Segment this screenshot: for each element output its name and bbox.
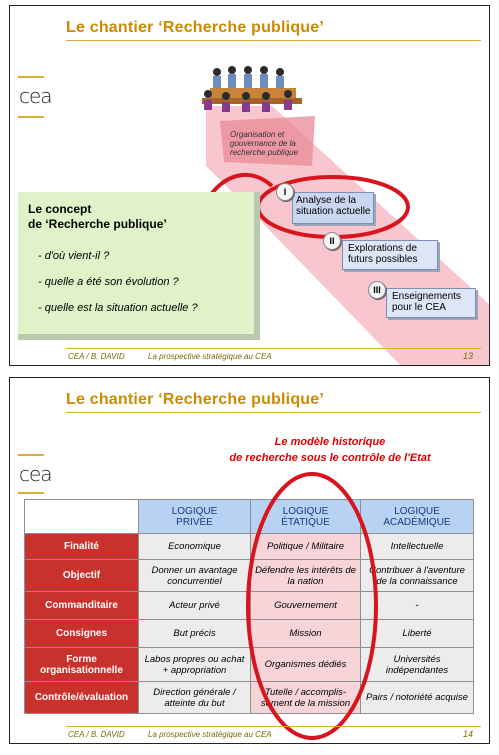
- footer-divider: [66, 348, 481, 349]
- concept-title-line1: Le concept: [28, 202, 92, 216]
- table-cell: Direction générale / atteinte du but: [138, 681, 251, 714]
- table-cell: But précis: [138, 619, 251, 648]
- table-row: Finalité Economique Politique / Militair…: [24, 533, 474, 560]
- logo-rule-bottom: [18, 116, 44, 118]
- caption-line1: Le modèle historique: [274, 436, 386, 448]
- stage-3-box: [386, 288, 476, 318]
- page-number: 14: [462, 729, 473, 739]
- concept-title: Le concept de ‘Recherche publique’: [28, 202, 167, 232]
- row-header: Forme organisationnelle: [24, 647, 139, 682]
- row-header: Commanditaire: [24, 591, 139, 620]
- footer-author: CEA / B. DAVID: [68, 730, 125, 739]
- stage-2-badge: II: [323, 232, 341, 250]
- stage-1-badge: I: [276, 183, 294, 201]
- table-cell: Universités indépendantes: [360, 647, 474, 682]
- table-cell: -: [360, 591, 474, 620]
- title-divider: [66, 412, 481, 413]
- table-cell: Tutelle / accomplis-sement de la mission: [250, 681, 361, 714]
- footer-divider: [66, 726, 481, 727]
- logo-rule-top: [18, 76, 44, 78]
- table-cell: Labos propres ou achat + appropriation: [138, 647, 251, 682]
- concept-question: - quelle a été son évolution ?: [38, 276, 179, 288]
- footer-subtitle: La prospective stratégique au CEA: [148, 730, 272, 739]
- concept-question: - quelle est la situation actuelle ?: [38, 302, 198, 314]
- slide-title: Le chantier ‘Recherche publique’: [66, 19, 325, 36]
- table-cell: Politique / Militaire: [250, 533, 361, 560]
- table-cell: Organismes dédiés: [250, 647, 361, 682]
- table-cell: Donner un avantage concurrentiel: [138, 559, 251, 592]
- logo-rule-top: [18, 454, 44, 456]
- row-header: Objectif: [24, 559, 139, 592]
- pink-note-box: [220, 116, 315, 166]
- row-header: Finalité: [24, 533, 139, 560]
- table-row: Objectif Donner un avantage concurrentie…: [24, 559, 474, 592]
- title-divider: [66, 40, 481, 41]
- table-cell: Pairs / notoriété acquise: [360, 681, 474, 714]
- concept-title-line2: de ‘Recherche publique’: [28, 217, 167, 231]
- row-header: Consignes: [24, 619, 139, 648]
- table-row: Commanditaire Acteur privé Gouvernement …: [24, 591, 474, 620]
- table-cell: Acteur privé: [138, 591, 251, 620]
- table-cell: Mission: [250, 619, 361, 648]
- logo-rule-bottom: [18, 492, 44, 494]
- meeting-table-icon: [202, 66, 302, 112]
- slide-14: Le chantier ‘Recherche publique’ cea Le …: [9, 377, 490, 744]
- concept-question: - d'où vient-il ?: [38, 250, 110, 262]
- pink-note: Organisation et gouvernance de la recher…: [230, 130, 299, 157]
- table-row: Forme organisationnelle Labos propres ou…: [24, 647, 474, 682]
- table-corner: [24, 499, 139, 534]
- red-caption: Le modèle historique de recherche sous l…: [220, 434, 440, 466]
- caption-line2: de recherche sous le contrôle de l'Etat: [229, 452, 431, 464]
- table-row: Contrôle/évaluation Direction générale /…: [24, 681, 474, 714]
- cea-logo: cea: [19, 84, 53, 108]
- footer-author: CEA / B. DAVID: [68, 352, 125, 361]
- table-cell: Gouvernement: [250, 591, 361, 620]
- footer-subtitle: La prospective stratégique au CEA: [148, 352, 272, 361]
- table-cell: Economique: [138, 533, 251, 560]
- stage-1-box: [292, 192, 374, 224]
- table-cell: Contribuer à l'aventure de la connaissan…: [360, 559, 474, 592]
- slide-title: Le chantier ‘Recherche publique’: [66, 391, 325, 408]
- table-cell: Intellectuelle: [360, 533, 474, 560]
- stage-3-badge: III: [368, 281, 386, 299]
- slide-13: Le chantier ‘Recherche publique’ cea: [9, 5, 490, 366]
- concept-box: Le concept de ‘Recherche publique’ - d'o…: [18, 192, 260, 340]
- stage-2-box: [342, 240, 438, 270]
- page-number: 13: [462, 351, 473, 361]
- table-cell: Liberté: [360, 619, 474, 648]
- table-row: Consignes But précis Mission Liberté: [24, 619, 474, 648]
- table-cell: Défendre les intérêts de la nation: [250, 559, 361, 592]
- row-header: Contrôle/évaluation: [24, 681, 139, 714]
- cea-logo: cea: [19, 462, 53, 486]
